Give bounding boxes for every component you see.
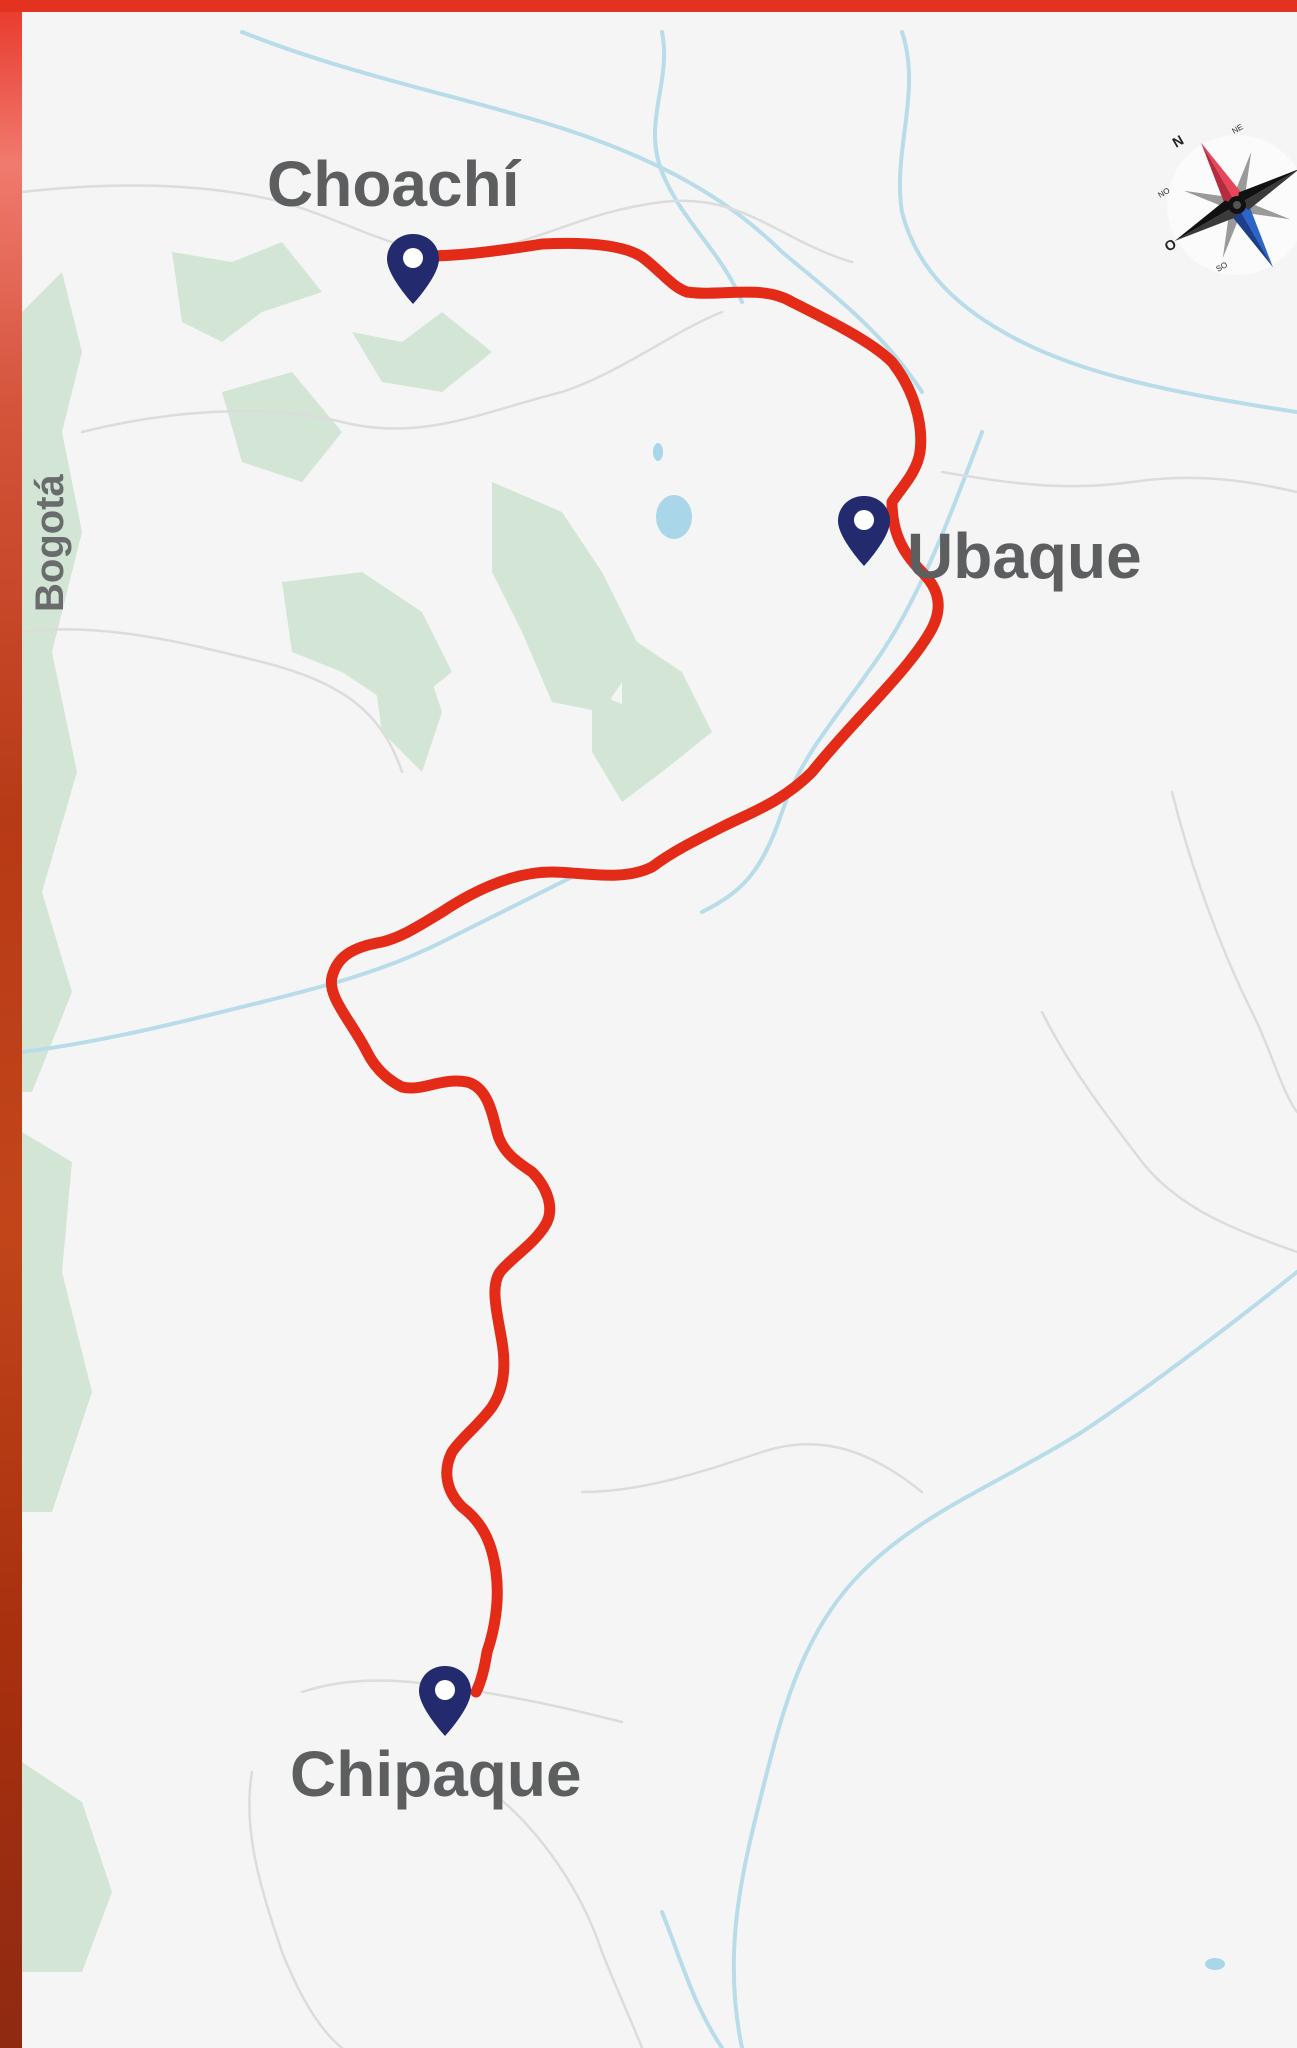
river: [653, 30, 744, 304]
forest-area: [492, 482, 642, 712]
side-photo-strip: [0, 0, 22, 2048]
road: [80, 310, 724, 434]
lakes: [653, 443, 1225, 1970]
top-accent-bar: [0, 0, 1297, 12]
lake: [1205, 1958, 1225, 1970]
river: [731, 1270, 1297, 2048]
river: [897, 30, 1297, 414]
forest-area: [222, 372, 342, 482]
map-panel[interactable]: Bogotá Choachí Ubaque Chipaque: [22, 12, 1297, 2048]
place-label-choachi: Choachí: [267, 148, 520, 220]
compass-label: NE: [1231, 122, 1245, 135]
river: [700, 430, 984, 914]
lake: [656, 495, 692, 539]
forest-area: [352, 312, 492, 392]
roads: [22, 184, 1297, 2048]
road: [248, 1770, 344, 2048]
lake: [653, 443, 663, 461]
location-pin-icon[interactable]: [834, 492, 894, 572]
forest-area: [172, 242, 322, 342]
forest-area: [592, 692, 662, 802]
road: [490, 1790, 644, 2048]
road: [580, 1442, 924, 1494]
forest-area: [372, 652, 442, 772]
forest-area: [22, 1762, 112, 1972]
road: [1040, 1010, 1297, 1254]
road: [940, 470, 1297, 494]
route-line: [325, 237, 944, 1698]
place-label-ubaque: Ubaque: [907, 520, 1142, 592]
location-pin-icon[interactable]: [415, 1662, 475, 1742]
road: [22, 628, 404, 774]
river: [660, 1910, 724, 2048]
compass-label: N: [1170, 132, 1187, 151]
region-label-bogota: Bogotá: [28, 474, 72, 612]
road: [1170, 790, 1297, 1114]
place-label-chipaque: Chipaque: [290, 1738, 582, 1810]
map-canvas: [22, 30, 1297, 2048]
forest-areas: [22, 242, 712, 1972]
river: [22, 870, 584, 1054]
compass-rose-icon: N NE NO O SO: [1157, 122, 1297, 275]
river: [240, 30, 924, 394]
forest-area: [22, 272, 82, 1092]
forest-area: [22, 1132, 92, 1512]
location-pin-icon[interactable]: [383, 230, 443, 310]
